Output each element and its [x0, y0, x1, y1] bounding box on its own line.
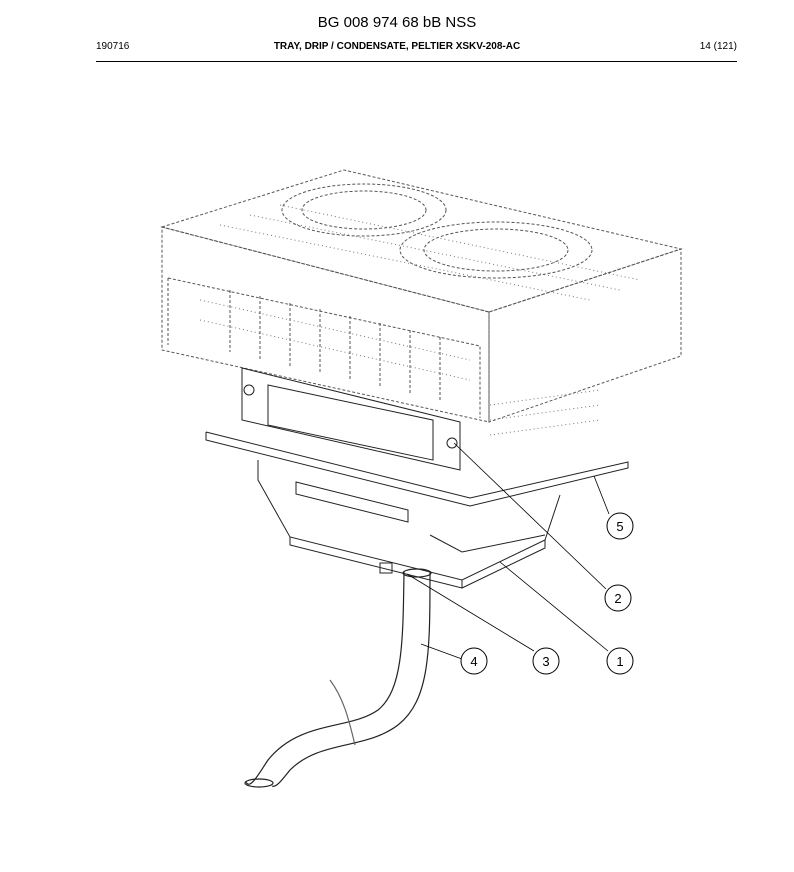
- leader-lines: [406, 442, 610, 660]
- leader-5: [593, 475, 610, 515]
- callout-label: 1: [616, 654, 623, 669]
- drip-tray: [205, 431, 629, 589]
- leader-2: [453, 442, 607, 590]
- leader-1: [499, 561, 609, 652]
- drain-hose: [244, 568, 432, 788]
- callout-2: 2: [604, 584, 632, 612]
- part-title: TRAY, DRIP / CONDENSATE, PELTIER XSKV-20…: [273, 41, 521, 52]
- callout-4: 4: [460, 647, 488, 675]
- leader-3: [406, 573, 535, 652]
- callout-1: 1: [606, 647, 634, 675]
- callout-label: 5: [616, 519, 623, 534]
- document-number: BG 008 974 68 bB NSS: [317, 14, 477, 31]
- page-number: 14 (121): [699, 41, 737, 52]
- callout-3: 3: [532, 647, 560, 675]
- callout-label: 3: [542, 654, 549, 669]
- header-rule: [96, 61, 737, 62]
- peltier-unit-phantom: [160, 169, 683, 423]
- leader-4: [420, 643, 463, 660]
- callout-label: 4: [470, 654, 477, 669]
- callout-label: 2: [614, 591, 621, 606]
- date-code: 190716: [96, 41, 130, 52]
- mounting-plate: [241, 367, 461, 471]
- callout-5: 5: [606, 512, 634, 540]
- perforation-pattern: [199, 204, 641, 436]
